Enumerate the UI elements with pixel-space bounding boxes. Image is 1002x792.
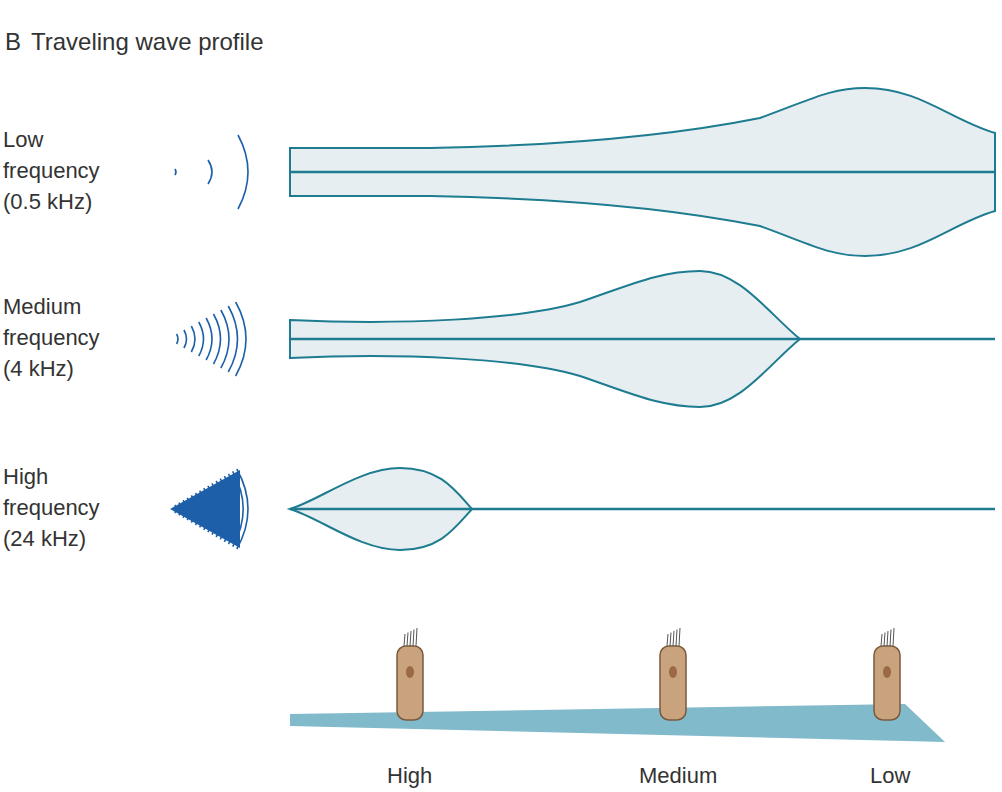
wave-arc	[183, 500, 185, 518]
stereocilium	[407, 633, 408, 647]
cell-nucleus	[669, 666, 677, 678]
stereocilium	[887, 631, 888, 646]
frequency-label: High frequency (24 kHz)	[3, 461, 125, 554]
wave-arc	[204, 488, 210, 530]
wave-arc	[206, 318, 212, 360]
axis-line	[290, 338, 995, 341]
wave-arc	[184, 330, 187, 348]
stereocilium	[416, 628, 417, 646]
axis-line	[290, 171, 995, 174]
wave-arc	[177, 334, 178, 344]
hair-cell	[397, 646, 423, 720]
stereocilium	[884, 633, 885, 647]
membrane-axis-lines	[290, 172, 995, 509]
stereocilium	[893, 628, 894, 646]
wave-arc	[208, 486, 214, 532]
wave-arc	[187, 498, 190, 520]
wave-arc	[175, 505, 176, 513]
position-label: Medium	[639, 760, 717, 791]
stereocilium	[667, 634, 668, 646]
wave-arc	[196, 493, 200, 525]
wave-arc	[221, 310, 229, 368]
low-frequency-envelope	[290, 88, 995, 256]
wave-arc	[237, 469, 248, 549]
stereocilium	[890, 630, 891, 647]
cell-nucleus	[883, 666, 891, 678]
axis-line	[290, 508, 995, 511]
wave-arc	[191, 495, 195, 522]
hair-cell	[660, 646, 686, 720]
wave-arc	[212, 483, 219, 534]
wave-arc	[236, 302, 246, 376]
stereocilium	[673, 631, 674, 646]
wave-arc	[175, 169, 176, 175]
stereocilium	[670, 633, 671, 647]
hair-cells	[397, 628, 900, 720]
wave-envelopes	[290, 88, 995, 550]
frequency-label: Low frequency (0.5 kHz)	[3, 124, 125, 217]
cell-nucleus	[406, 666, 414, 678]
frequency-label: Medium frequency (4 kHz)	[3, 291, 125, 384]
position-label: Low	[870, 760, 910, 791]
basilar-membrane	[290, 704, 945, 742]
stereocilium	[881, 634, 882, 646]
wave-arc	[214, 314, 221, 364]
stereocilium	[404, 634, 405, 646]
wave-arc	[208, 160, 212, 184]
wave-arc	[228, 306, 237, 372]
wave-arc	[199, 322, 204, 356]
stereocilium	[413, 630, 414, 647]
wave-arc	[191, 326, 195, 352]
panel-letter: B	[5, 26, 21, 57]
stereocilium	[676, 630, 677, 647]
wave-arc	[220, 479, 229, 540]
stereocilium	[410, 631, 411, 646]
panel-title: Traveling wave profile	[31, 26, 264, 57]
wave-arc	[233, 471, 244, 546]
position-label: High	[387, 760, 432, 791]
sound-wave-icons	[170, 135, 248, 549]
wave-arc	[224, 476, 233, 542]
wave-arc	[179, 503, 181, 516]
wave-cone	[170, 470, 240, 548]
stereocilium	[679, 628, 680, 646]
wave-arc	[229, 474, 239, 544]
wave-arc	[216, 481, 224, 537]
wave-arc	[200, 491, 205, 528]
wave-arc	[238, 135, 248, 209]
hair-cell	[874, 646, 900, 720]
